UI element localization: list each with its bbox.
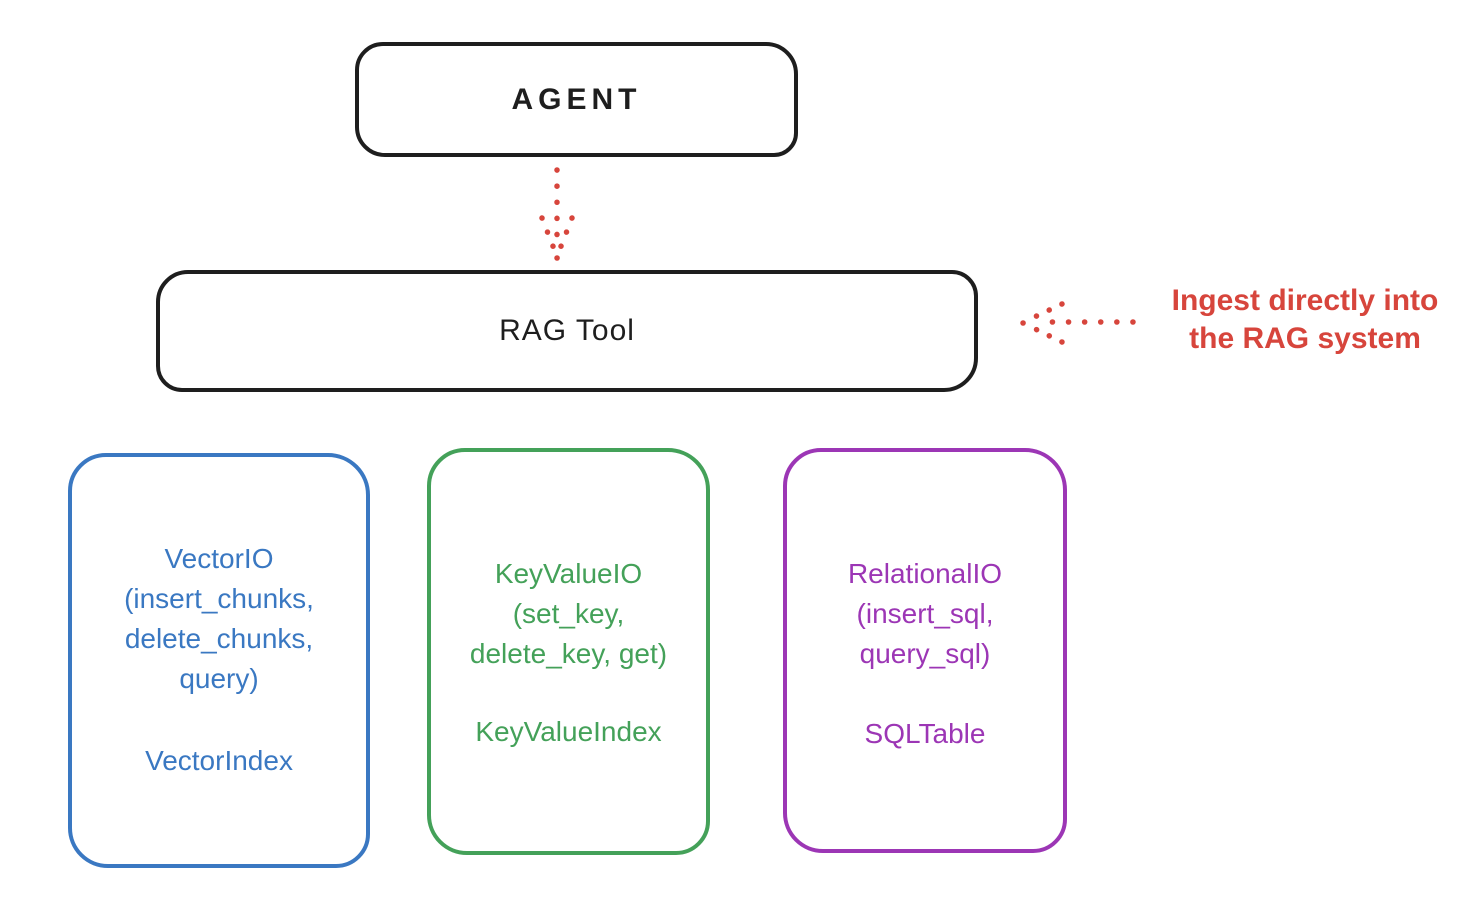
agent-box: AGENT [355, 42, 798, 157]
relational-io-methods: RelationalIO (insert_sql, query_sql) [847, 558, 1003, 669]
keyvalue-io-index-label: KeyValueIndex [475, 716, 662, 747]
vector-io-box: VectorIO (insert_chunks, delete_chunks, … [68, 453, 370, 868]
agent-label: AGENT [511, 82, 642, 116]
dotted-down-arrow-icon [539, 167, 575, 261]
relational-io-box: RelationalIO (insert_sql, query_sql) SQL… [783, 448, 1067, 853]
ingest-annotation-text: Ingest directly into the RAG system [1171, 284, 1439, 355]
vector-io-methods: VectorIO (insert_chunks, delete_chunks, … [124, 543, 314, 694]
keyvalue-io-methods: KeyValueIO (set_key, delete_key, get) [469, 558, 668, 669]
keyvalue-io-box: KeyValueIO (set_key, delete_key, get) Ke… [427, 448, 710, 855]
dotted-left-arrow-icon [1020, 301, 1136, 345]
rag-tool-box: RAG Tool [156, 270, 978, 392]
relational-io-index-label: SQLTable [864, 718, 986, 749]
vector-io-index-label: VectorIndex [145, 745, 293, 776]
rag-tool-label: RAG Tool [499, 314, 635, 347]
